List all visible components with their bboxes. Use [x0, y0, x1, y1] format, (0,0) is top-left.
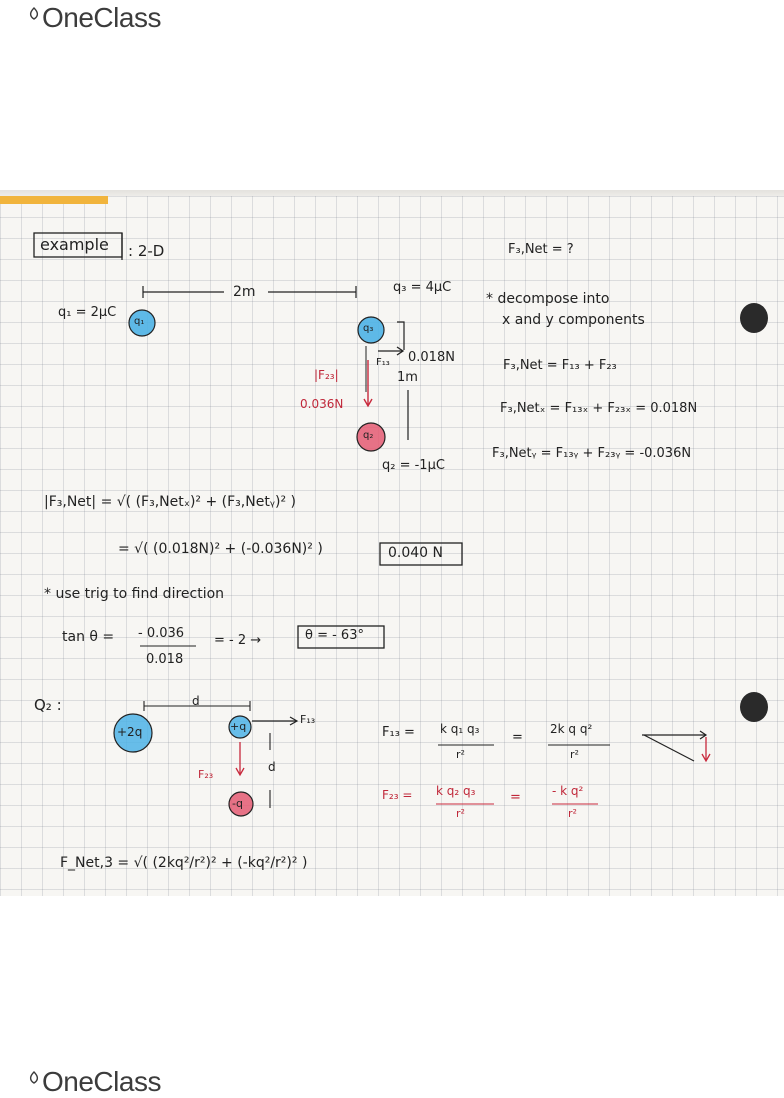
q2-plusq-label: +q	[230, 720, 247, 733]
tan-lhs: tan θ =	[62, 629, 115, 645]
theta-result: θ = - 63°	[305, 628, 364, 643]
f13-value: 0.018N	[408, 350, 455, 365]
q2-eq13-rhs-den: r²	[570, 748, 579, 761]
oneclass-leaf-icon	[29, 1071, 39, 1084]
eq-fnet-x: F₃,Netₓ = F₁₃ₓ + F₂₃ₓ = 0.018N	[500, 401, 698, 416]
tan-equals: = - 2 →	[214, 633, 262, 648]
q2-eq13-equals: =	[512, 730, 523, 745]
example-label: example	[40, 235, 109, 254]
q1-circle-label: q₁	[134, 316, 145, 327]
q2-distance-side: d	[268, 760, 276, 774]
magnitude-result: 0.040 N	[388, 545, 444, 561]
oneclass-logo-footer: OneClass	[26, 1066, 161, 1098]
distance-2m: 2m	[233, 284, 256, 300]
magnitude-formula: |F₃,Net| = √( (F₃,Netₓ)² + (F₃,Netᵧ)² )	[44, 494, 297, 510]
example-type: : 2-D	[128, 242, 165, 260]
oneclass-leaf-icon	[29, 7, 39, 20]
decompose-line2: x and y components	[502, 312, 645, 328]
q2-eq23-rhs-num: - k q²	[552, 784, 584, 798]
q2-eq23-lhs: F₂₃ =	[382, 788, 413, 802]
notebook-page	[0, 196, 784, 896]
page-tab	[0, 196, 108, 204]
q2-heading: Q₂ :	[34, 696, 62, 714]
eq-fnet-y: F₃,Netᵧ = F₁₃ᵧ + F₂₃ᵧ = -0.036N	[492, 446, 692, 461]
fnet-question: F₃,Net = ?	[508, 242, 574, 257]
q1-label: q₁ = 2μC	[58, 305, 117, 320]
f23-value: 0.036N	[300, 397, 344, 411]
q2-eq23-num: k q₂ q₃	[436, 784, 476, 798]
q2-distance-top: d	[192, 694, 200, 708]
tan-denominator: 0.018	[146, 652, 184, 667]
q2-fnet-formula: F_Net,3 = √( (2kq²/r²)² + (-kq²/r²)² )	[60, 855, 308, 871]
q2-label: q₂ = -1μC	[382, 458, 445, 473]
q2-plus2q-label: +2q	[117, 725, 143, 739]
charge-plusq	[229, 716, 251, 738]
magnitude-substitution: = √( (0.018N)² + (-0.036N)² )	[118, 541, 323, 557]
q2-circle-label: q₂	[363, 430, 374, 441]
q3-circle-label: q₃	[363, 323, 374, 334]
charge-q1	[129, 310, 155, 336]
q2-minusq-label: -q	[232, 797, 243, 810]
q2-eq13-rhs-num: 2k q q²	[550, 722, 593, 736]
q3-label: q₃ = 4μC	[393, 280, 452, 295]
eq-fnet: F₃,Net = F₁₃ + F₂₃	[503, 358, 617, 373]
charge-plus2q	[114, 714, 152, 752]
decompose-line1: * decompose into	[486, 291, 610, 307]
q2-eq23-rhs-den: r²	[568, 807, 577, 820]
f23-label: |F₂₃|	[314, 368, 339, 382]
punch-hole-2	[740, 692, 768, 722]
distance-1m: 1m	[397, 370, 418, 385]
q2-eq13-den: r²	[456, 748, 465, 761]
oneclass-logo-text: OneClass	[42, 2, 161, 33]
q2-eq23-den: r²	[456, 807, 465, 820]
q2-eq23-equals: =	[510, 790, 521, 805]
charge-q2	[357, 423, 385, 451]
punch-hole-1	[740, 303, 768, 333]
charge-minusq	[229, 792, 253, 816]
q2-f23-label: F₂₃	[198, 768, 214, 781]
f13-label: F₁₃	[376, 357, 390, 368]
q2-eq13-lhs: F₁₃ =	[382, 725, 415, 740]
q2-eq13-num: k q₁ q₃	[440, 722, 480, 736]
trig-note: * use trig to find direction	[44, 586, 225, 602]
oneclass-logo-text-footer: OneClass	[42, 1066, 161, 1097]
oneclass-logo: OneClass	[26, 2, 161, 34]
charge-q3	[358, 317, 384, 343]
q2-f13-label: F₁₃	[300, 713, 316, 726]
tan-numerator: - 0.036	[138, 626, 185, 641]
